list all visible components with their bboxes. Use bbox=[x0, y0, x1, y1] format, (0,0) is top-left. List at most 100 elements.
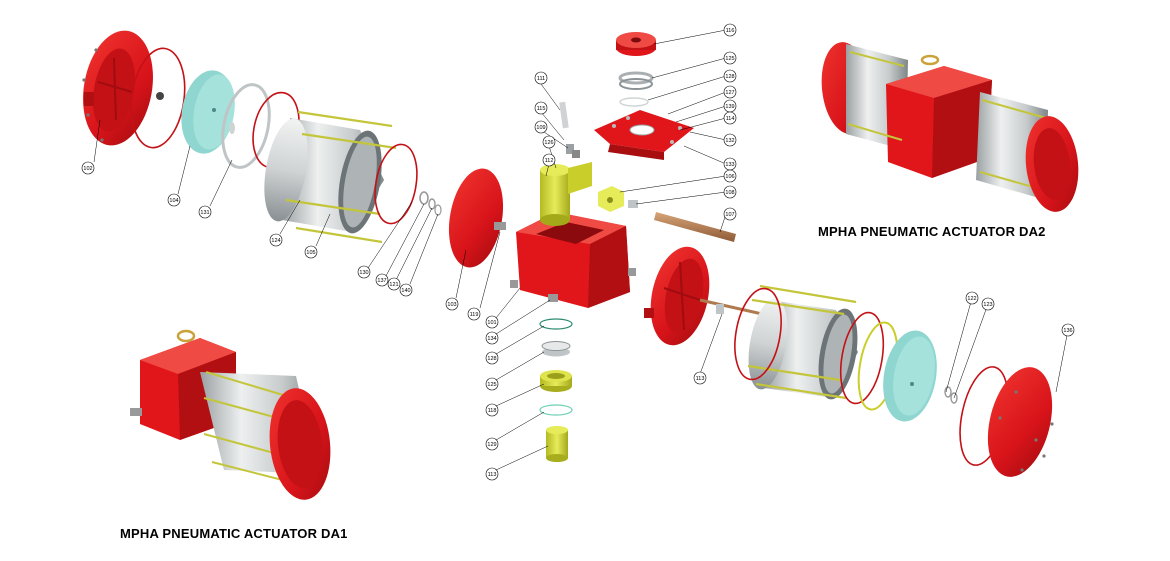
title-actuator-da1: MPHA PNEUMATIC ACTUATOR DA1 bbox=[120, 526, 348, 541]
callout-107: 107 bbox=[723, 207, 737, 221]
callout-text: 113 bbox=[696, 376, 705, 382]
callout-text: 123 bbox=[983, 302, 992, 308]
callout-text: 139 bbox=[725, 104, 734, 110]
callout-115: 115 bbox=[534, 101, 548, 115]
right-piston bbox=[883, 330, 937, 422]
callout-text: 125 bbox=[487, 382, 496, 388]
callout-112: 112 bbox=[542, 153, 556, 167]
callout-labels: 1021041311241051301371211401031191011341… bbox=[81, 23, 1075, 481]
callout-circle bbox=[485, 315, 499, 329]
callout-text: 103 bbox=[447, 302, 456, 308]
callout-circle bbox=[304, 245, 318, 259]
callout-125: 125 bbox=[485, 377, 499, 391]
callout-137: 137 bbox=[375, 273, 389, 287]
callout-text: 127 bbox=[725, 90, 734, 96]
callout-text: 115 bbox=[537, 106, 546, 112]
bottom-bearing bbox=[541, 341, 571, 357]
callout-circle bbox=[723, 85, 737, 99]
callout-circle bbox=[723, 69, 737, 83]
callout-text: 121 bbox=[389, 282, 398, 288]
callout-128: 128 bbox=[723, 69, 737, 83]
callout-text: 113 bbox=[488, 472, 497, 478]
callout-111: 111 bbox=[534, 71, 548, 85]
callout-circle bbox=[485, 403, 499, 417]
callout-129: 129 bbox=[485, 437, 499, 451]
callout-circle bbox=[387, 277, 401, 291]
top-bearing bbox=[618, 71, 654, 90]
bottom-gear bbox=[546, 426, 568, 462]
callout-102: 102 bbox=[81, 161, 95, 175]
callout-127: 127 bbox=[723, 85, 737, 99]
callout-text: 140 bbox=[401, 288, 410, 294]
callout-text: 105 bbox=[306, 250, 315, 256]
callout-139: 139 bbox=[723, 99, 737, 113]
callout-text: 114 bbox=[726, 116, 735, 122]
callout-113: 113 bbox=[485, 467, 499, 481]
callout-circle bbox=[485, 377, 499, 391]
callout-circle bbox=[542, 135, 556, 149]
callout-text: 132 bbox=[725, 138, 734, 144]
callout-126: 126 bbox=[542, 135, 556, 149]
callout-circle bbox=[534, 101, 548, 115]
callout-circle bbox=[723, 207, 737, 221]
callout-text: 134 bbox=[487, 336, 496, 342]
callout-circle bbox=[445, 297, 459, 311]
callout-105: 105 bbox=[304, 245, 318, 259]
callout-text: 137 bbox=[377, 278, 386, 284]
callout-134: 134 bbox=[485, 331, 499, 345]
left-cylinder bbox=[264, 110, 397, 244]
leader-lines bbox=[93, 29, 1069, 471]
callout-text: 106 bbox=[725, 174, 734, 180]
left-guide-ring bbox=[221, 83, 271, 169]
callout-text: 107 bbox=[725, 212, 734, 218]
callout-122: 122 bbox=[965, 291, 979, 305]
center-pin bbox=[559, 101, 580, 158]
callout-circle bbox=[693, 371, 707, 385]
center-stop-block bbox=[598, 186, 638, 212]
callout-text: 125 bbox=[725, 56, 734, 62]
callout-text: 109 bbox=[536, 125, 545, 131]
callout-circle bbox=[485, 467, 499, 481]
callout-text: 122 bbox=[967, 296, 976, 302]
center-pinion bbox=[540, 162, 592, 226]
left-oring-3 bbox=[374, 143, 418, 225]
callout-text: 130 bbox=[359, 270, 368, 276]
bottom-oring-2 bbox=[539, 404, 573, 416]
title-actuator-da2: MPHA PNEUMATIC ACTUATOR DA2 bbox=[818, 224, 1046, 239]
callout-104: 104 bbox=[167, 193, 181, 207]
callout-circle bbox=[723, 111, 737, 125]
callout-140: 140 bbox=[399, 283, 413, 297]
callout-108: 108 bbox=[723, 185, 737, 199]
callout-101: 101 bbox=[485, 315, 499, 329]
callout-131: 131 bbox=[198, 205, 212, 219]
callout-circle bbox=[399, 283, 413, 297]
callout-132: 132 bbox=[723, 133, 737, 147]
right-end-cap bbox=[644, 246, 710, 346]
callout-109: 109 bbox=[534, 120, 548, 134]
callout-text: 111 bbox=[537, 76, 545, 82]
callout-circle bbox=[534, 71, 548, 85]
callout-text: 116 bbox=[726, 28, 735, 34]
callout-text: 128 bbox=[487, 356, 496, 362]
callout-text: 129 bbox=[487, 442, 496, 448]
center-housing bbox=[510, 212, 636, 308]
callout-circle bbox=[269, 233, 283, 247]
callout-circle bbox=[485, 437, 499, 451]
callout-text: 102 bbox=[83, 166, 92, 172]
callout-text: 104 bbox=[169, 198, 178, 204]
callout-circle bbox=[357, 265, 371, 279]
callout-circle bbox=[467, 307, 481, 321]
bottom-yellow-ring bbox=[540, 370, 572, 392]
callout-circle bbox=[375, 273, 389, 287]
callout-text: 131 bbox=[200, 210, 209, 216]
callout-121: 121 bbox=[387, 277, 401, 291]
callout-circle bbox=[485, 331, 499, 345]
right-far-end-cap bbox=[987, 367, 1054, 477]
callout-circle bbox=[723, 185, 737, 199]
callout-circle bbox=[981, 297, 995, 311]
callout-circle bbox=[534, 120, 548, 134]
callout-text: 101 bbox=[487, 320, 496, 326]
callout-text: 119 bbox=[470, 312, 479, 318]
bottom-oring bbox=[539, 318, 573, 330]
